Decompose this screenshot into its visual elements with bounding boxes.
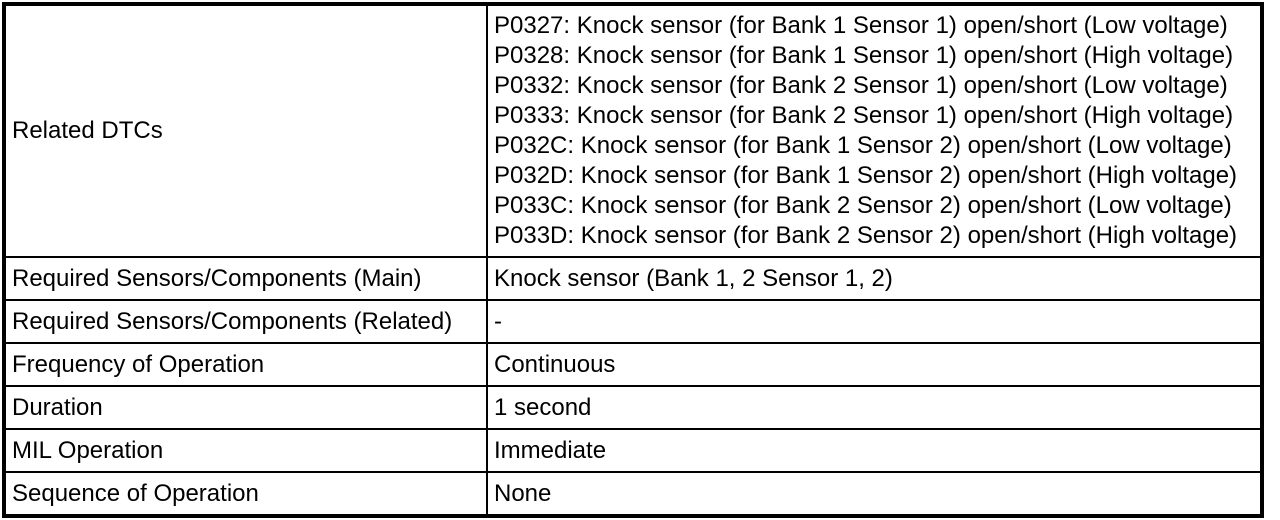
row-value-required-sensors-related: -: [486, 299, 1263, 344]
row-value-required-sensors-main: Knock sensor (Bank 1, 2 Sensor 1, 2): [486, 256, 1263, 301]
table-row-required-sensors-related: Required Sensors/Components (Related) -: [3, 299, 1263, 344]
row-label-frequency-of-operation: Frequency of Operation: [3, 342, 488, 387]
dtc-line: P0327: Knock sensor (for Bank 1 Sensor 1…: [494, 12, 1228, 39]
row-value-frequency-of-operation: Continuous: [486, 342, 1263, 387]
row-label-related-dtcs: Related DTCs: [3, 3, 488, 258]
dtc-line: P0328: Knock sensor (for Bank 1 Sensor 1…: [494, 42, 1234, 69]
dtc-line: P032C: Knock sensor (for Bank 1 Sensor 2…: [494, 132, 1232, 159]
dtc-line: P033D: Knock sensor (for Bank 2 Sensor 2…: [494, 222, 1238, 249]
table-row-related-dtcs: Related DTCs P0327: Knock sensor (for Ba…: [3, 3, 1263, 258]
row-value-duration: 1 second: [486, 385, 1263, 430]
row-label-mil-operation: MIL Operation: [3, 428, 488, 473]
dtc-line: P033C: Knock sensor (for Bank 2 Sensor 2…: [494, 192, 1232, 219]
dtc-line: P0333: Knock sensor (for Bank 2 Sensor 1…: [494, 102, 1234, 129]
row-label-sequence-of-operation: Sequence of Operation: [3, 471, 488, 517]
table-row-mil-operation: MIL Operation Immediate: [3, 428, 1263, 473]
table-row-frequency-of-operation: Frequency of Operation Continuous: [3, 342, 1263, 387]
row-value-mil-operation: Immediate: [486, 428, 1263, 473]
row-label-required-sensors-related: Required Sensors/Components (Related): [3, 299, 488, 344]
dtc-line: P032D: Knock sensor (for Bank 1 Sensor 2…: [494, 162, 1238, 189]
row-value-sequence-of-operation: None: [486, 471, 1263, 517]
table-row-sequence-of-operation: Sequence of Operation None: [3, 471, 1263, 517]
table-row-required-sensors-main: Required Sensors/Components (Main) Knock…: [3, 256, 1263, 301]
row-label-required-sensors-main: Required Sensors/Components (Main): [3, 256, 488, 301]
table-row-duration: Duration 1 second: [3, 385, 1263, 430]
dtc-spec-table: Related DTCs P0327: Knock sensor (for Ba…: [2, 2, 1264, 518]
dtc-code-list: P0327: Knock sensor (for Bank 1 Sensor 1…: [486, 3, 1263, 258]
dtc-line: P0332: Knock sensor (for Bank 2 Sensor 1…: [494, 72, 1228, 99]
row-label-duration: Duration: [3, 385, 488, 430]
